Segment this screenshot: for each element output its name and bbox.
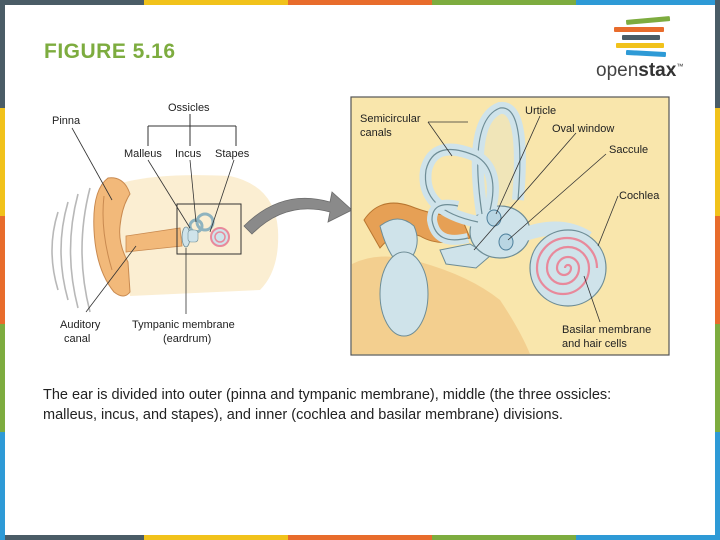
label-incus: Incus: [175, 148, 202, 160]
stripe-segment: [288, 535, 432, 540]
utricle-shape: [487, 210, 501, 226]
stripe-segment: [0, 432, 5, 540]
label-malleus: Malleus: [124, 148, 162, 160]
label-saccule: Saccule: [609, 144, 648, 156]
ossicles-bracket: [148, 114, 236, 146]
label-urticle: Urticle: [525, 105, 556, 117]
bottom-border-stripe: [0, 535, 720, 540]
stripe-segment: [715, 432, 720, 540]
label-semicircular-line1: Semicircular: [360, 113, 421, 125]
ear-anatomy-diagram: Ossicles Pinna Malleus Incus Stapes Audi…: [0, 0, 720, 380]
stripe-segment: [144, 535, 288, 540]
sound-waves: [52, 188, 90, 312]
label-oval-window: Oval window: [552, 123, 614, 135]
label-auditory-canal-line1: Auditory: [60, 319, 101, 331]
label-basilar-line1: Basilar membrane: [562, 324, 651, 336]
tympanic-membrane-detail: [380, 252, 428, 336]
figure-caption: The ear is divided into outer (pinna and…: [43, 386, 643, 425]
label-basilar-line2: and hair cells: [562, 338, 627, 350]
saccule-shape: [499, 234, 513, 250]
label-stapes: Stapes: [215, 148, 250, 160]
stripe-segment: [576, 535, 720, 540]
stripe-segment: [432, 535, 576, 540]
label-pinna: Pinna: [52, 115, 81, 127]
label-tympanic-line1: Tympanic membrane: [132, 319, 235, 331]
label-tympanic-line2: (eardrum): [163, 333, 211, 345]
label-semicircular-line2: canals: [360, 127, 392, 139]
label-cochlea: Cochlea: [619, 190, 660, 202]
label-ossicles: Ossicles: [168, 102, 210, 114]
label-auditory-canal-line2: canal: [64, 333, 90, 345]
stripe-segment: [0, 535, 144, 540]
